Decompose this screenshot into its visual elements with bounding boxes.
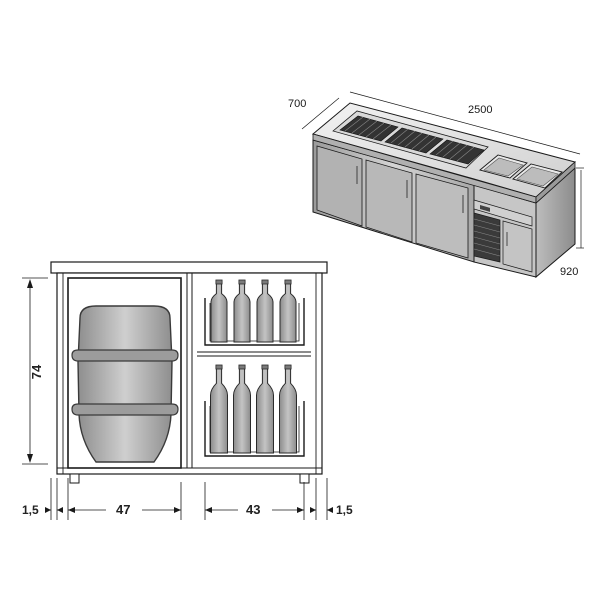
sink-left — [479, 154, 528, 179]
bottle — [279, 282, 297, 343]
keg-width-label: 47 — [116, 502, 130, 517]
length-dimension-label: 2500 — [468, 104, 492, 116]
bottle-cap — [261, 279, 269, 285]
bottle — [233, 282, 251, 343]
bottle — [256, 282, 274, 343]
depth-dimension-label: 700 — [288, 98, 306, 110]
bottle-cap — [284, 279, 292, 285]
bottle-cap — [215, 279, 223, 285]
bottle-cap — [261, 364, 269, 370]
small-door — [502, 220, 533, 273]
bottle — [210, 367, 228, 454]
bottle — [279, 367, 297, 454]
isometric-counter-view: 700 2500 920 — [288, 91, 584, 279]
bottle — [233, 367, 251, 454]
bottle-cap — [284, 364, 292, 370]
side-right-label: 1,5 — [336, 503, 353, 517]
bottle-cap — [238, 364, 246, 370]
bottle-cap — [215, 364, 223, 370]
bottle-cap — [238, 279, 246, 285]
height-dimension-label: 920 — [560, 266, 578, 278]
grate-left — [339, 115, 399, 142]
keg-rib-upper — [71, 349, 179, 362]
bottle — [256, 367, 274, 454]
front-section-view: 74 — [22, 261, 353, 520]
bottle-row-lower — [210, 364, 297, 454]
control-panel — [473, 199, 533, 227]
grate-right — [429, 139, 485, 165]
bottle — [210, 282, 228, 343]
side-left-label: 1,5 — [22, 503, 39, 517]
sink-right — [512, 163, 563, 189]
height-dimension-line — [22, 277, 48, 465]
door-3 — [415, 173, 469, 259]
bottle-row-upper — [210, 279, 297, 343]
foot-left — [69, 473, 80, 484]
grate-middle — [384, 127, 444, 154]
bottle-shelf-upper — [204, 298, 305, 346]
iso-dimension-lines — [301, 91, 584, 249]
width-dimension-arrows — [45, 507, 333, 513]
height-section-label: 74 — [29, 364, 44, 379]
foot-right — [299, 473, 310, 484]
bottle-width-label: 43 — [246, 502, 260, 517]
keg — [71, 305, 179, 463]
counter-top-slab — [50, 261, 328, 274]
door-2 — [365, 159, 413, 243]
compressor-grille — [473, 212, 501, 263]
width-dimension-lines — [46, 478, 333, 520]
counter-top-lip-side — [535, 161, 576, 204]
keg-rib-lower — [71, 403, 179, 416]
door-1 — [316, 145, 363, 227]
